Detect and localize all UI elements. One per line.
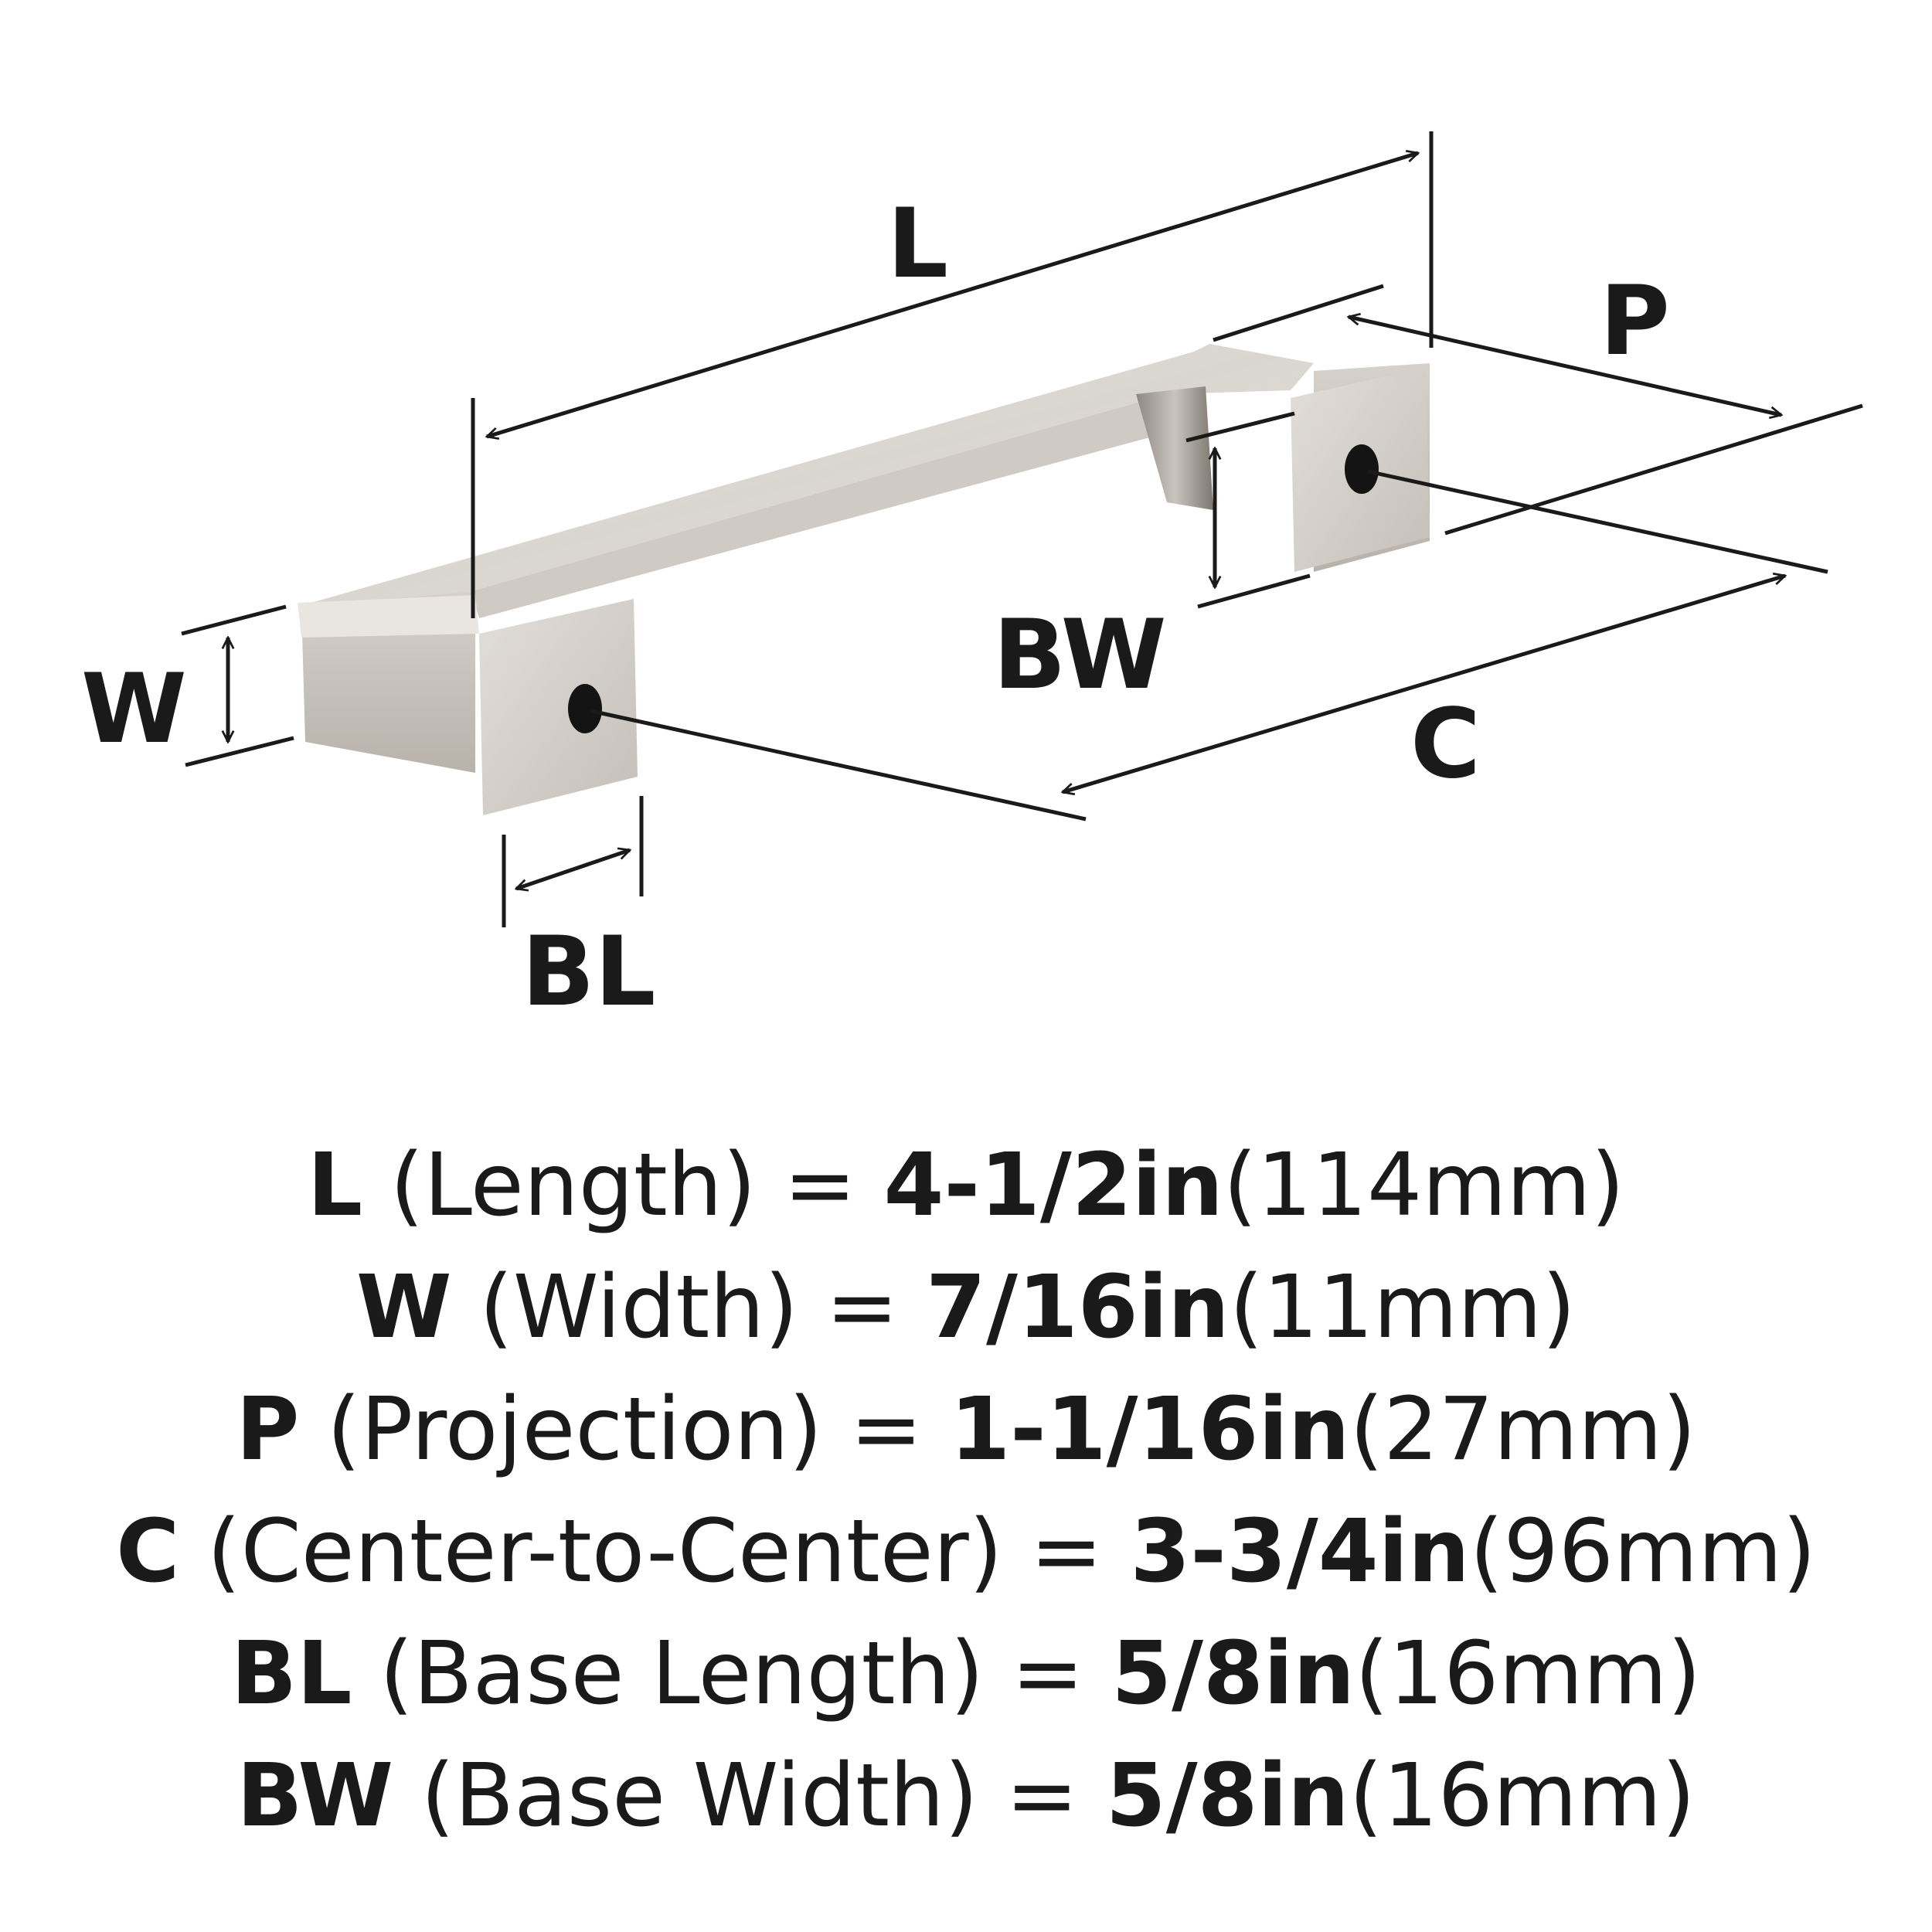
label-w: W (81, 654, 187, 765)
c-extension-left (590, 709, 1087, 821)
bl-dimension-line (516, 850, 630, 889)
spec-met: (16mm) (1349, 1746, 1696, 1846)
spec-met: (16mm) (1355, 1624, 1702, 1724)
spec-imp: 5/8in (1111, 1624, 1355, 1724)
bw-extension-bottom (1197, 573, 1311, 609)
c-dimension-line (1063, 576, 1785, 792)
spec-eq: = (784, 1135, 856, 1236)
spec-imp: 7/16in (926, 1257, 1230, 1358)
spec-row: BL (Base Length) = 5/8in(16mm) (0, 1613, 1932, 1735)
spec-row: C (Center-to-Center) = 3-3/4in(96mm) (0, 1491, 1932, 1613)
spec-eq: = (1030, 1502, 1103, 1602)
left-screw-hole (568, 684, 602, 733)
spec-code: BW (236, 1746, 393, 1846)
spec-imp: 4-1/2in (883, 1135, 1223, 1236)
spec-row: L (Length) = 4-1/2in(114mm) (0, 1124, 1932, 1247)
spec-imp: 1-1/16in (950, 1379, 1350, 1480)
w-extension-bottom (185, 736, 294, 767)
pull-handle-dimension-diagram: L P BW C W BL (81, 131, 1863, 1028)
right-screw-hole (1345, 444, 1379, 494)
inner-bend-shadow (1136, 386, 1213, 510)
spec-row: P (Projection) = 1-1/16in(27mm) (0, 1369, 1932, 1491)
spec-name: (Base Width) (420, 1746, 978, 1846)
spec-code: C (116, 1502, 180, 1602)
spec-code: W (356, 1257, 452, 1358)
spec-eq: = (1005, 1746, 1079, 1846)
left-end-cap (298, 595, 479, 638)
spec-met: (27mm) (1349, 1379, 1696, 1480)
spec-name: (Length) (389, 1135, 757, 1236)
handle-front-face (471, 394, 1167, 618)
spec-row: BW (Base Width) = 5/8in(16mm) (0, 1735, 1932, 1857)
spec-name: (Width) (479, 1257, 798, 1358)
pull-handle (298, 344, 1430, 815)
c-extension-right (1367, 469, 1828, 574)
left-base-plate (479, 599, 638, 815)
spec-met: (96mm) (1469, 1502, 1816, 1602)
spec-met: (114mm) (1223, 1135, 1625, 1236)
spec-row: W (Width) = 7/16in(11mm) (0, 1247, 1932, 1369)
spec-eq: = (849, 1379, 923, 1480)
spec-code: BL (230, 1624, 352, 1724)
spec-name: (Center-to-Center) (206, 1502, 1003, 1602)
bw-extension-top (1185, 411, 1295, 443)
spec-eq: = (825, 1257, 899, 1358)
label-p: P (1600, 266, 1670, 377)
spec-eq: = (1011, 1624, 1084, 1724)
p-extension (1213, 284, 1384, 342)
dimension-spec-list: L (Length) = 4-1/2in(114mm)W (Width) = 7… (0, 1124, 1932, 1857)
label-bw: BW (993, 600, 1167, 711)
spec-met: (11mm) (1229, 1257, 1576, 1358)
spec-code: P (236, 1379, 300, 1480)
l-dimension-line (487, 153, 1418, 437)
p-dimension-line (1349, 317, 1781, 415)
dimension-lines (181, 131, 1863, 927)
label-c: C (1410, 689, 1481, 800)
spec-code: L (307, 1135, 363, 1236)
spec-imp: 3-3/4in (1130, 1502, 1470, 1602)
c-extension-top (1444, 403, 1863, 536)
spec-name: (Base Length) (379, 1624, 985, 1724)
label-l: L (887, 189, 948, 300)
spec-imp: 5/8in (1105, 1746, 1349, 1846)
spec-name: (Projection) (327, 1379, 823, 1480)
w-extension-top (181, 604, 287, 636)
label-bl: BL (522, 917, 656, 1028)
